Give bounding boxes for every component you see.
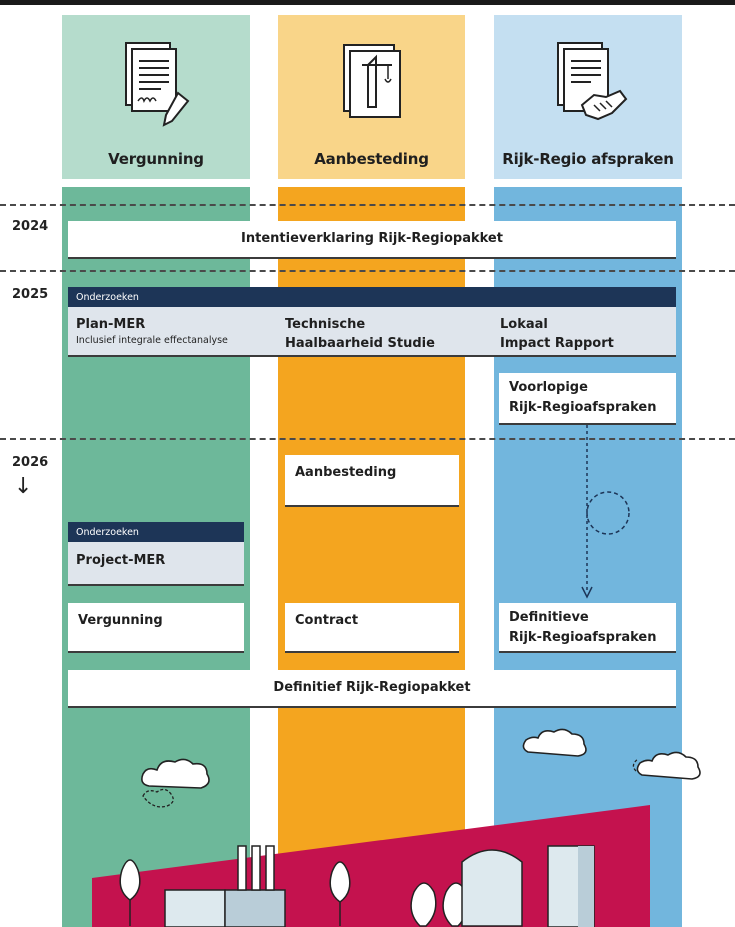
year-divider: [0, 204, 735, 206]
cloud-icon: [522, 728, 587, 757]
dashed-process-arrow: [581, 425, 630, 599]
project-studies-header: Onderzoeken: [68, 522, 244, 542]
intent-declaration-box: Intentieverklaring Rijk-Regiopakket: [68, 221, 676, 259]
column-title: Vergunning: [108, 150, 204, 168]
tender-box: Aanbesteding: [285, 455, 459, 507]
final-package-label: Definitief Rijk-Regiopakket: [273, 680, 471, 695]
study-plan-mer: Plan-MER Inclusief integrale effectanaly…: [76, 317, 228, 346]
study-technical-feasibility: Technische Haalbaarheid Studie: [285, 317, 435, 351]
handshake-document-icon: [557, 42, 628, 121]
year-divider: [0, 438, 735, 440]
year-label: 2024: [12, 219, 49, 234]
project-studies-label: Onderzoeken: [76, 526, 139, 538]
preliminary-agreements-box: Voorlopige Rijk-Regioafspraken: [499, 373, 676, 425]
study-local-impact: Lokaal Impact Rapport: [500, 317, 614, 351]
timeline-arrow: ↓: [14, 474, 33, 499]
column-title: Rijk-Regio afspraken: [502, 150, 674, 168]
year-label: 2026: [12, 455, 49, 470]
column-header-rijk-regio: Rijk-Regio afspraken: [494, 15, 682, 179]
signed-document-icon: [125, 42, 190, 127]
project-mer-panel: Project-MER: [68, 542, 244, 586]
studies-header: Onderzoeken: [68, 287, 676, 307]
studies-panel: Plan-MER Inclusief integrale effectanaly…: [68, 307, 676, 357]
intent-declaration-label: Intentieverklaring Rijk-Regiopakket: [241, 231, 503, 246]
landscape-illustration: [92, 805, 650, 927]
cloud-icon: [632, 751, 701, 780]
column-header-aanbesteding: Aanbesteding: [278, 15, 465, 179]
year-label: 2025: [12, 287, 49, 302]
column-title: Aanbesteding: [314, 150, 429, 168]
column-header-vergunning: Vergunning: [62, 15, 250, 179]
cloud-icon: [141, 758, 210, 808]
construction-crane-blueprint-icon: [342, 44, 401, 118]
top-rule: [0, 0, 735, 5]
studies-label: Onderzoeken: [76, 291, 139, 303]
final-package-box: Definitief Rijk-Regiopakket: [68, 670, 676, 708]
project-mer-label: Project-MER: [76, 553, 166, 568]
study-plan-mer-subtitle: Inclusief integrale effectanalyse: [76, 335, 228, 346]
contract-box: Contract: [285, 603, 459, 653]
year-divider: [0, 270, 735, 272]
final-agreements-box: Definitieve Rijk-Regioafspraken: [499, 603, 676, 653]
permit-box: Vergunning: [68, 603, 244, 653]
